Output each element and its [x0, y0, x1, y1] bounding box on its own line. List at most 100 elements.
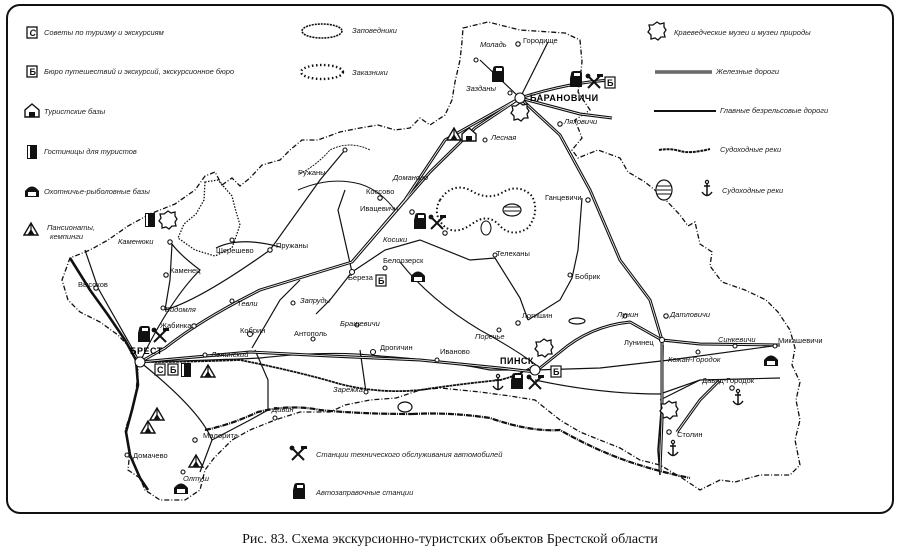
- hunting-base-icon: [25, 186, 39, 197]
- council-box-icon: [154, 363, 166, 376]
- legend-label-railways: Железные дороги: [715, 67, 780, 76]
- city-label: Антополь: [294, 329, 327, 338]
- legend-label-museums: Краеведческие музеи и музеи природы: [674, 28, 811, 37]
- city-label: Запруды: [300, 296, 331, 305]
- fuel-station-icon: [414, 213, 426, 229]
- city-label: Тевли: [237, 299, 258, 308]
- svg-text:Б: Б: [378, 276, 385, 286]
- city-label: Логишин: [522, 311, 552, 320]
- legend-label-bureau: Бюро путешествий и экскурсий, экскурсион…: [44, 67, 234, 76]
- city-label: Лунинец: [624, 338, 654, 347]
- hotel-icon: [181, 363, 191, 377]
- city-label: Каменюки: [118, 237, 154, 246]
- facility-symbols: С Б Б Б Б: [138, 66, 778, 494]
- fuel-station-icon: [138, 326, 150, 342]
- bialowieza-reserve: [177, 179, 241, 257]
- legend-label-hunting-base: Охотничье-рыболовные базы: [44, 187, 150, 196]
- legend-item-hunting-base: Охотничье-рыболовные базы: [25, 186, 150, 197]
- city-label: Коссово: [366, 187, 394, 196]
- city-label: Кожан-Городок: [668, 355, 721, 364]
- bureau-box-icon: [604, 76, 616, 89]
- city-label: Белоозерск: [383, 256, 424, 265]
- fuel-station-icon: [492, 66, 504, 82]
- legend-label-ports: Судоходные реки: [722, 186, 784, 195]
- legend-left: С Советы по туризму и экскурсиям Б Бюро …: [23, 26, 234, 241]
- svg-text:Б: Б: [553, 367, 560, 377]
- city-label: Зазданы: [466, 84, 496, 93]
- legend-label-roads: Главные безрельсовые дороги: [720, 106, 829, 115]
- city-label: Доманово: [392, 173, 428, 182]
- city-label: Малорита: [203, 431, 239, 440]
- nature-reserve-icon: [301, 23, 343, 39]
- city-label: Поречье: [475, 332, 505, 341]
- city-label: Ивацевичи: [360, 204, 398, 213]
- fuel-station-icon: [570, 71, 582, 87]
- city-label: Высоков: [78, 280, 108, 289]
- service-station-icon: [427, 213, 447, 230]
- council-box-icon: [26, 26, 38, 39]
- legend-middle: Заповедники Заказники: [299, 23, 398, 81]
- tourist-base-icon: [24, 103, 40, 118]
- museum-icon: [158, 210, 178, 230]
- city-label: Лесная: [490, 133, 516, 142]
- city-label: Городище: [523, 36, 558, 45]
- city-label: Ляховичи: [563, 117, 598, 126]
- city-labels: БРЕСТ БАРАНОВИЧИ ПИНСК Моладь Городище З…: [78, 36, 823, 483]
- svg-text:Б: Б: [30, 67, 37, 77]
- city-label-brest: БРЕСТ: [130, 346, 163, 356]
- figure-caption: Рис. 83. Схема экскурсионно-туристских о…: [242, 532, 658, 547]
- city-label: Олтуш: [183, 474, 210, 483]
- camping-icon: [140, 420, 156, 434]
- city-label: Синкевичи: [718, 335, 756, 344]
- city-label: Датловичи: [669, 310, 711, 319]
- museum-icon: [534, 338, 554, 358]
- city-label: Коcики: [383, 235, 408, 244]
- city-label: Береза: [348, 273, 374, 282]
- legend-item-bureau: Б Бюро путешествий и экскурсий, экскурси…: [26, 65, 234, 78]
- city-label: Бобрик: [575, 272, 601, 281]
- city-label: Шерешево: [216, 246, 254, 255]
- service-station-icon: [288, 444, 308, 461]
- svg-text:Б: Б: [170, 365, 177, 375]
- city-label: Брашевичи: [340, 319, 381, 328]
- anchor-icon: [667, 439, 679, 457]
- brest-region-map: С Советы по туризму и экскурсиям Б Бюро …: [23, 21, 829, 501]
- lake-icon: [502, 203, 522, 217]
- city-label: Каменец: [170, 266, 201, 275]
- legend-item-council: С Советы по туризму и экскурсиям: [26, 26, 164, 39]
- hunting-base-icon: [764, 355, 778, 366]
- hunting-base-icon: [174, 483, 188, 494]
- svg-text:С: С: [30, 28, 37, 38]
- bureau-box-icon: [167, 363, 179, 376]
- legend-item-hotel: Гостиницы для туристов: [27, 145, 137, 159]
- legend-label-council: Советы по туризму и экскурсиям: [44, 28, 164, 37]
- city-label: Ленинский: [210, 350, 249, 359]
- hotel-icon: [145, 213, 155, 227]
- city-label: Ганцевичи: [545, 193, 582, 202]
- fuel-station-icon: [511, 373, 523, 389]
- railways: [138, 78, 782, 472]
- city-label: Телеханы: [496, 249, 530, 258]
- city-label: Зарежка: [333, 385, 363, 394]
- city-label: Моладь: [480, 40, 507, 49]
- navigable-river-line-icon: [658, 148, 711, 154]
- legend-label-rivers: Судоходные реки: [720, 145, 782, 154]
- anchor-icon: [732, 388, 744, 406]
- city-label: Столин: [677, 430, 702, 439]
- legend-label-fuel: Автозаправочные станции: [315, 488, 414, 497]
- legend-label-refuges: Заказники: [352, 68, 389, 77]
- legend-bottom: Станции технического обслуживания автомо…: [288, 444, 503, 499]
- anchor-icon: [492, 373, 504, 391]
- bureau-box-icon: [550, 365, 562, 378]
- svg-text:Б: Б: [607, 78, 614, 88]
- city-label: Домачево: [133, 451, 168, 460]
- camping-icon: [188, 454, 204, 468]
- fuel-station-icon: [293, 483, 305, 499]
- city-label: Видомля: [165, 305, 196, 314]
- city-label: Давид-Городок: [702, 376, 755, 385]
- city-label: Кобрин: [240, 326, 265, 335]
- legend-label-tourist-base: Туристские базы: [44, 107, 106, 116]
- museum-icon: [659, 400, 679, 420]
- museum-icon: [510, 102, 530, 122]
- camping-icon: [200, 364, 216, 378]
